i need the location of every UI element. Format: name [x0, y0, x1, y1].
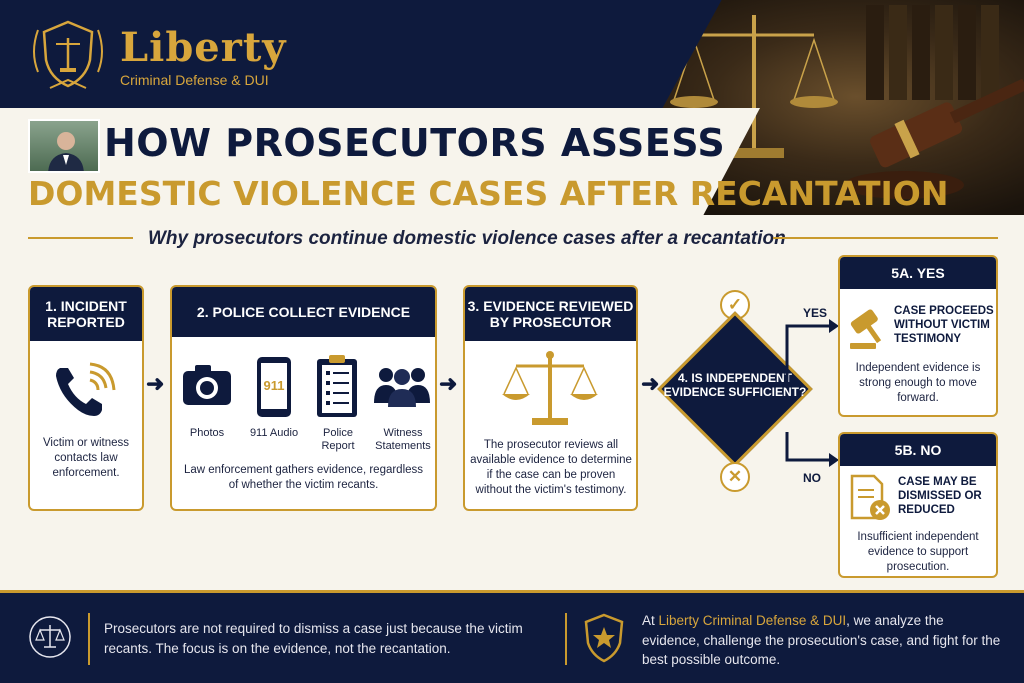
step5a-box: 5A. YES [838, 255, 998, 417]
step1-text: Victim or witness contacts law enforceme… [42, 437, 130, 479]
clipboard-report-icon [317, 355, 357, 417]
yes-branch-arrow [785, 319, 839, 388]
photos-label: Photos [189, 427, 225, 439]
step1-box: 1. INCIDENT REPORTED [28, 285, 144, 511]
smartphone-icon [257, 357, 291, 417]
phone-call-icon [56, 362, 116, 416]
liberty-shield-logo-icon [33, 20, 103, 89]
footer-divider-left [88, 613, 90, 665]
step3-heading: 3. EVIDENCE REVIEWED BY PROSECUTOR [465, 287, 636, 341]
page-subtitle: Why prosecutors continue domestic violen… [148, 228, 786, 249]
step5b-text: Insufficient independent evidence to sup… [857, 531, 979, 573]
subtitle-row: Why prosecutors continue domestic violen… [28, 226, 998, 250]
step1-heading: 1. INCIDENT REPORTED [30, 287, 142, 341]
footer-bar: Prosecutors are not required to dismiss … [0, 590, 1024, 683]
step5a-text: Independent evidence is strong enough to… [855, 362, 981, 404]
cross-icon: ✕ [720, 462, 750, 492]
yes-label: YES [803, 306, 828, 320]
step3-text: The prosecutor reviews all available evi… [470, 439, 632, 496]
divider-left [28, 237, 133, 239]
no-label: NO [803, 471, 821, 485]
document-reject-icon [850, 474, 890, 520]
arrow-right-icon: ➜ [146, 371, 165, 396]
step5b-box: 5B. NO [838, 432, 998, 578]
brand-name: Liberty [120, 24, 287, 71]
brand-tagline: Criminal Defense & DUI [120, 72, 269, 88]
step4-question: 4. IS INDEPENDENT EVIDENCE SUFFICIENT? [663, 371, 807, 399]
footer-divider [565, 613, 567, 665]
divider-right [773, 237, 998, 239]
attorney-photo [28, 119, 100, 173]
footer-right-text: At Liberty Criminal Defense & DUI, we an… [642, 611, 1002, 670]
footer-left-text: Prosecutors are not required to dismiss … [104, 621, 523, 656]
gavel-icon [850, 309, 882, 349]
page-title-line2: DOMESTIC VIOLENCE CASES AFTER RECANTATIO… [28, 174, 949, 213]
witness-statements-label: Witness Statements [375, 427, 431, 453]
no-branch-arrow [785, 432, 839, 467]
witnesses-group-icon [374, 368, 430, 407]
911-text: 911 [263, 378, 285, 393]
911-audio-label: 911 Audio [249, 427, 299, 439]
step5b-heading: 5B. NO [840, 434, 996, 466]
arrow-right-icon: ➜ [641, 371, 660, 396]
scales-of-justice-icon [502, 351, 598, 425]
step5a-heading: 5A. YES [840, 257, 996, 289]
arrow-right-icon: ➜ [439, 371, 458, 396]
title-band [0, 108, 760, 223]
footer-right-prefix: At [642, 613, 659, 628]
footer-right-suffix: , we analyze the evidence, challenge the… [642, 613, 1001, 668]
footer-brand-link: Liberty Criminal Defense & DUI [658, 613, 847, 628]
scales-of-justice-icon [670, 5, 1024, 199]
star-shield-icon [584, 613, 624, 663]
step2-heading: 2. POLICE COLLECT EVIDENCE [172, 287, 435, 337]
step5b-title: CASE MAY BE DISMISSED OR REDUCED [898, 476, 982, 516]
step3-box: 3. EVIDENCE REVIEWED BY PROSECUTOR [463, 285, 638, 511]
step5a-title: CASE PROCEEDS WITHOUT VICTIM TESTIMONY [894, 305, 994, 345]
page-title-line1: HOW PROSECUTORS ASSESS [104, 121, 726, 165]
police-report-label: Police Report [321, 427, 355, 453]
step2-text: Law enforcement gathers evidence, regard… [183, 464, 424, 491]
camera-icon [183, 365, 231, 405]
scales-of-justice-icon [29, 616, 71, 658]
